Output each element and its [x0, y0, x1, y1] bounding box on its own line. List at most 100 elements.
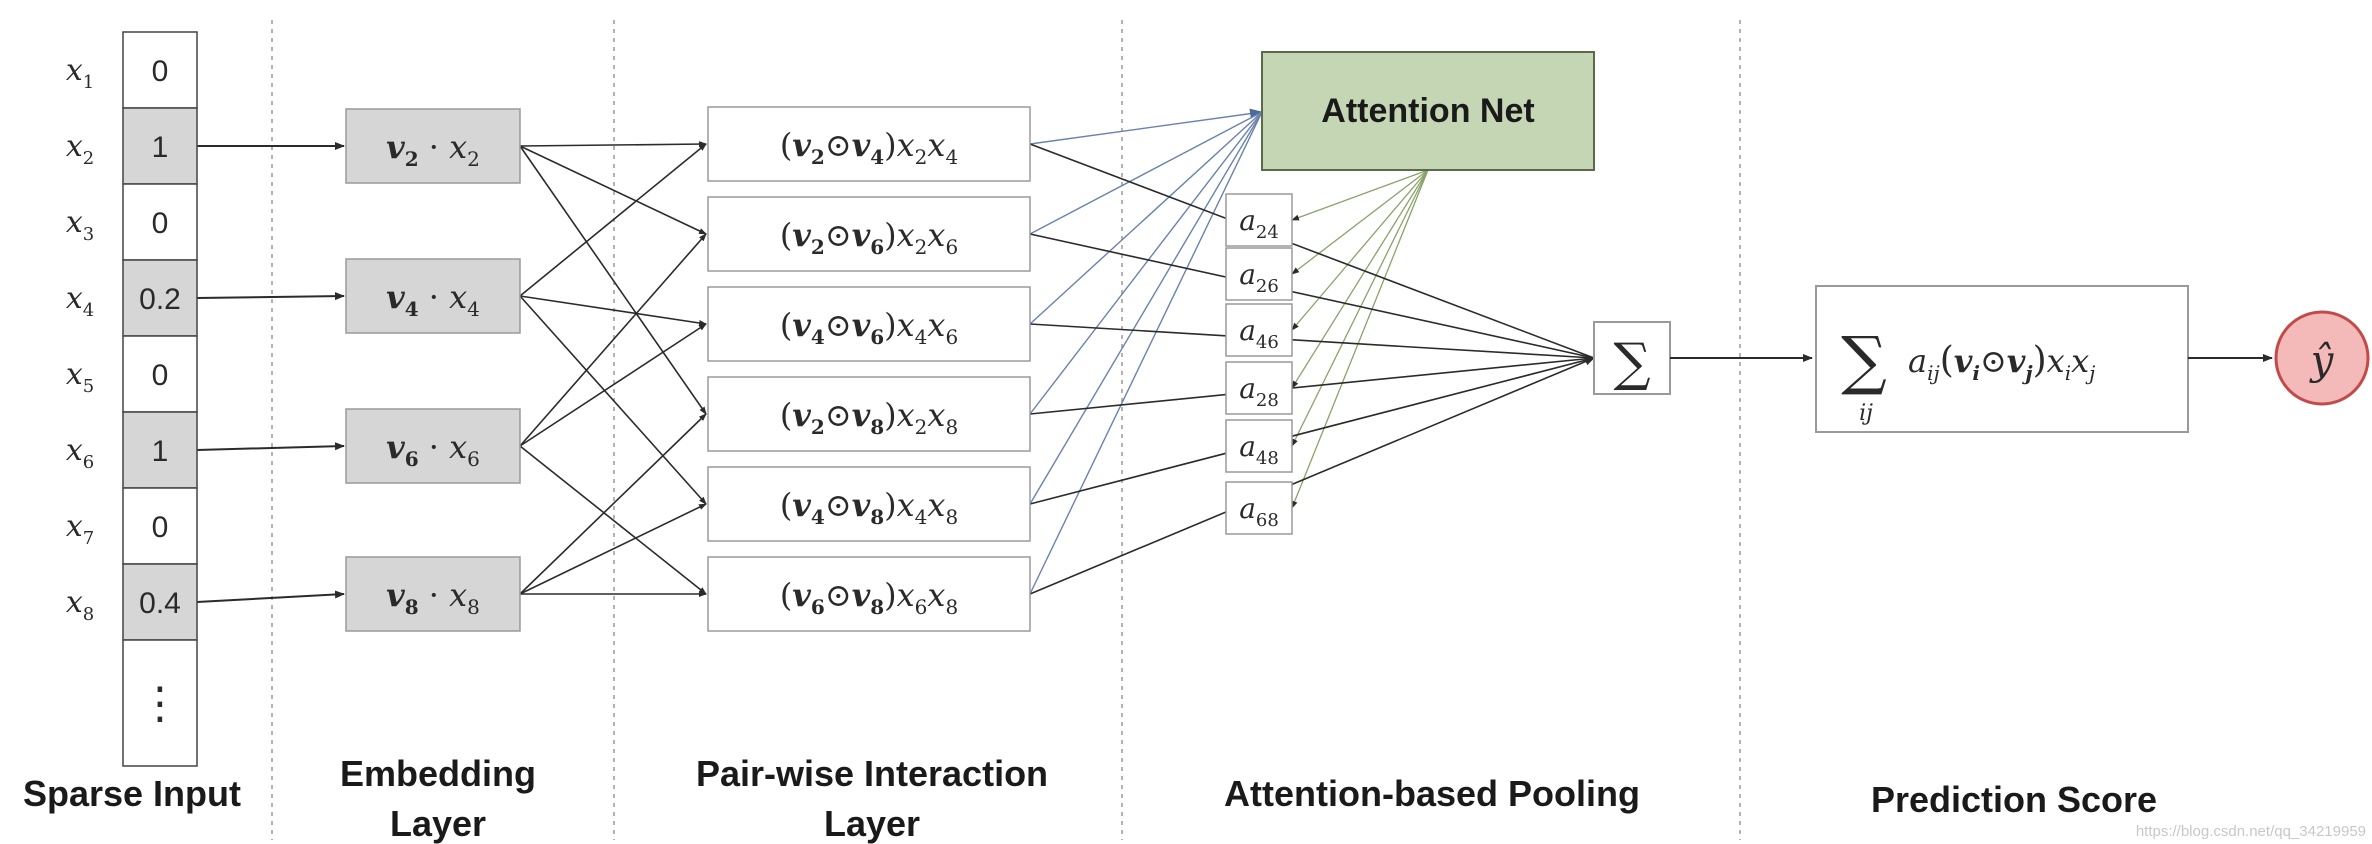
- attention-score-label: a68: [1239, 492, 1279, 531]
- interaction-x1-sub: 6: [915, 595, 928, 619]
- interaction-v1-sub: 2: [811, 145, 825, 169]
- prediction-odot: ⊙: [1980, 342, 2007, 380]
- sparse-input-cell: [122, 487, 198, 565]
- interaction-x2-sub: 4: [945, 145, 958, 169]
- embedding-to-interaction-connections: [519, 141, 707, 597]
- variable-subscript: 5: [83, 376, 94, 397]
- variable-subscript: 4: [83, 300, 94, 321]
- interaction-lparen: (: [780, 576, 792, 614]
- embedding-x-sub: 2: [467, 147, 480, 171]
- interaction-attention-line: [1029, 111, 1263, 415]
- variable-subscript: 6: [83, 452, 94, 473]
- embedding-interaction-line: [519, 233, 707, 447]
- prediction-lparen: (: [1940, 340, 1954, 381]
- interaction-x2: x: [927, 306, 945, 344]
- interaction-box: [707, 286, 1031, 362]
- prediction-vi-sub: i: [1972, 361, 1980, 385]
- interaction-lparen: (: [780, 216, 792, 254]
- interaction-x1-sub: 4: [915, 505, 928, 529]
- interaction-odot: ⊙: [825, 576, 852, 614]
- interaction-odot: ⊙: [825, 216, 852, 254]
- interaction-attention-line: [1029, 111, 1263, 505]
- prediction-rparen: ): [2033, 340, 2047, 381]
- sparse-input-value: 1: [152, 435, 169, 468]
- attention-net-to-scores-connections: [1291, 169, 1429, 509]
- attention-score-label: a24: [1239, 204, 1279, 243]
- interaction-v1: v: [792, 126, 811, 164]
- interaction-x1: x: [897, 396, 915, 434]
- attention-score-line: [1291, 169, 1429, 331]
- interaction-rparen: ): [884, 576, 896, 614]
- interaction-v1-sub: 4: [811, 505, 825, 529]
- attention-score-base: a: [1239, 492, 1256, 525]
- attention-score-line: [1291, 169, 1429, 509]
- sparse-input-cell: [122, 183, 198, 261]
- interaction-v2: v: [852, 486, 871, 524]
- sparse-input-variable: x8: [66, 585, 94, 625]
- prediction-a: a: [1908, 342, 1927, 380]
- interaction-sum-line: [1029, 323, 1595, 359]
- attention-score-label: a46: [1239, 314, 1279, 353]
- interaction-x2: x: [927, 396, 945, 434]
- attention-score-line: [1291, 169, 1429, 221]
- prediction-score-box: ∑ ij aij(vi⊙vj)xixj: [1815, 285, 2189, 433]
- variable-base: x: [66, 53, 83, 88]
- prediction-xi-sub: i: [2065, 361, 2071, 385]
- interaction-attention-line: [1029, 111, 1263, 325]
- interaction-attention-line: [1029, 111, 1263, 595]
- variable-subscript: 1: [83, 72, 94, 93]
- embedding-v: v: [386, 278, 405, 316]
- sparse-input-variable: x3: [66, 205, 94, 245]
- interaction-v2-sub: 8: [870, 595, 884, 619]
- prediction-vi: v: [1954, 342, 1973, 380]
- interaction-v1-sub: 6: [811, 595, 825, 619]
- sparse-input-cell: [122, 335, 198, 413]
- interaction-x1-sub: 2: [915, 235, 928, 259]
- interaction-box: [707, 196, 1031, 272]
- interaction-sum-line: [1029, 357, 1595, 415]
- embedding-interaction-line: [519, 295, 707, 326]
- sparse-input-value: 0: [152, 55, 169, 88]
- interaction-v2: v: [852, 396, 871, 434]
- embedding-label: v6 · x6: [386, 428, 480, 471]
- attention-score-sub: 24: [1256, 222, 1279, 243]
- variable-subscript: 2: [83, 148, 94, 169]
- attention-score-label: a28: [1239, 372, 1279, 411]
- embedding-box: [345, 556, 521, 632]
- section-labels: Sparse Input Embedding Layer Pair-wise I…: [23, 753, 2157, 844]
- interaction-v2-sub: 4: [870, 145, 884, 169]
- sparse-input-cell: [122, 31, 198, 109]
- embedding-label: v2 · x2: [386, 128, 480, 171]
- interaction-odot: ⊙: [825, 306, 852, 344]
- sparse-input-variable: x1: [66, 53, 94, 93]
- embedding-x: x: [449, 128, 467, 166]
- section-dividers: [271, 20, 1741, 840]
- interaction-x1: x: [897, 216, 915, 254]
- input-embedding-arrow: [196, 590, 345, 603]
- sum-box: ∑: [1593, 321, 1671, 395]
- prediction-a-sub: ij: [1927, 361, 1940, 385]
- interaction-v2-sub: 6: [870, 235, 884, 259]
- embedding-v: v: [386, 576, 405, 614]
- embedding-v-sub: 6: [405, 447, 419, 471]
- embedding-interaction-line: [519, 295, 707, 505]
- interaction-x1-sub: 2: [915, 415, 928, 439]
- embedding-v-sub: 4: [405, 297, 419, 321]
- embedding-v: v: [386, 428, 405, 466]
- interaction-x2: x: [927, 486, 945, 524]
- sparse-input-ellipsis: ⋮: [138, 679, 182, 728]
- interaction-to-sum-connections: [1029, 143, 1595, 595]
- prediction-xj: x: [2071, 342, 2089, 380]
- interaction-x2-sub: 6: [945, 325, 958, 349]
- interaction-v2: v: [852, 126, 871, 164]
- watermark: https://blog.csdn.net/qq_34219959: [2136, 823, 2366, 840]
- interaction-x2: x: [927, 126, 945, 164]
- attention-score-base: a: [1239, 430, 1256, 463]
- embedding-x-sub: 6: [467, 447, 480, 471]
- embedding-dot: ·: [419, 128, 450, 166]
- attention-score-box: [1225, 419, 1293, 473]
- interaction-v1: v: [792, 396, 811, 434]
- attention-score-sub: 28: [1256, 390, 1279, 411]
- interaction-v2: v: [852, 306, 871, 344]
